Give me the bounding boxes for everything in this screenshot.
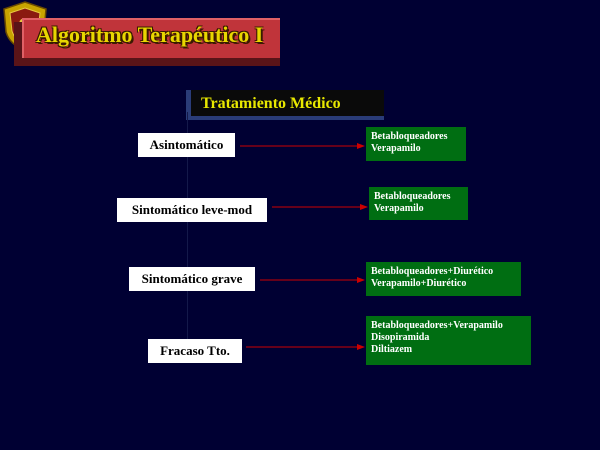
condition-sintomatico-grave: Sintomático grave [129, 267, 255, 291]
treatment-item: Verapamilo [371, 143, 421, 154]
treatment-item: Diltiazem [371, 344, 413, 355]
treatment-box-sintomatico-grave: Betabloqueadores+Diurético Verapamilo+Di… [366, 262, 521, 296]
slide-title: Algoritmo Terapéutico I [36, 22, 264, 47]
treatment-box-asintomatico: Betabloqueadores Verapamilo [366, 127, 466, 161]
treatment-item: Betabloqueadores [374, 191, 451, 202]
section-header-box [186, 90, 384, 120]
treatment-box-fracaso-tto: Betabloqueadores+Verapamilo Disopiramida… [366, 316, 531, 365]
treatment-item: Betabloqueadores [371, 131, 448, 142]
condition-sintomatico-leve-mod: Sintomático leve-mod [117, 198, 267, 222]
connector-line [187, 112, 188, 352]
treatment-item: Disopiramida [371, 332, 430, 343]
treatment-item: Betabloqueadores+Verapamilo [371, 320, 503, 331]
treatment-item: Betabloqueadores+Diurético [371, 266, 494, 277]
condition-fracaso-tto: Fracaso Tto. [148, 339, 242, 363]
treatment-item: Verapamilo+Diurético [371, 278, 467, 289]
treatment-item: Verapamilo [374, 203, 424, 214]
title-banner [22, 18, 280, 58]
treatment-box-sintomatico-leve-mod: Betabloqueadores Verapamilo [369, 187, 468, 220]
condition-asintomatico: Asintomático [138, 133, 235, 157]
section-header: Tratamiento Médico [201, 95, 341, 112]
